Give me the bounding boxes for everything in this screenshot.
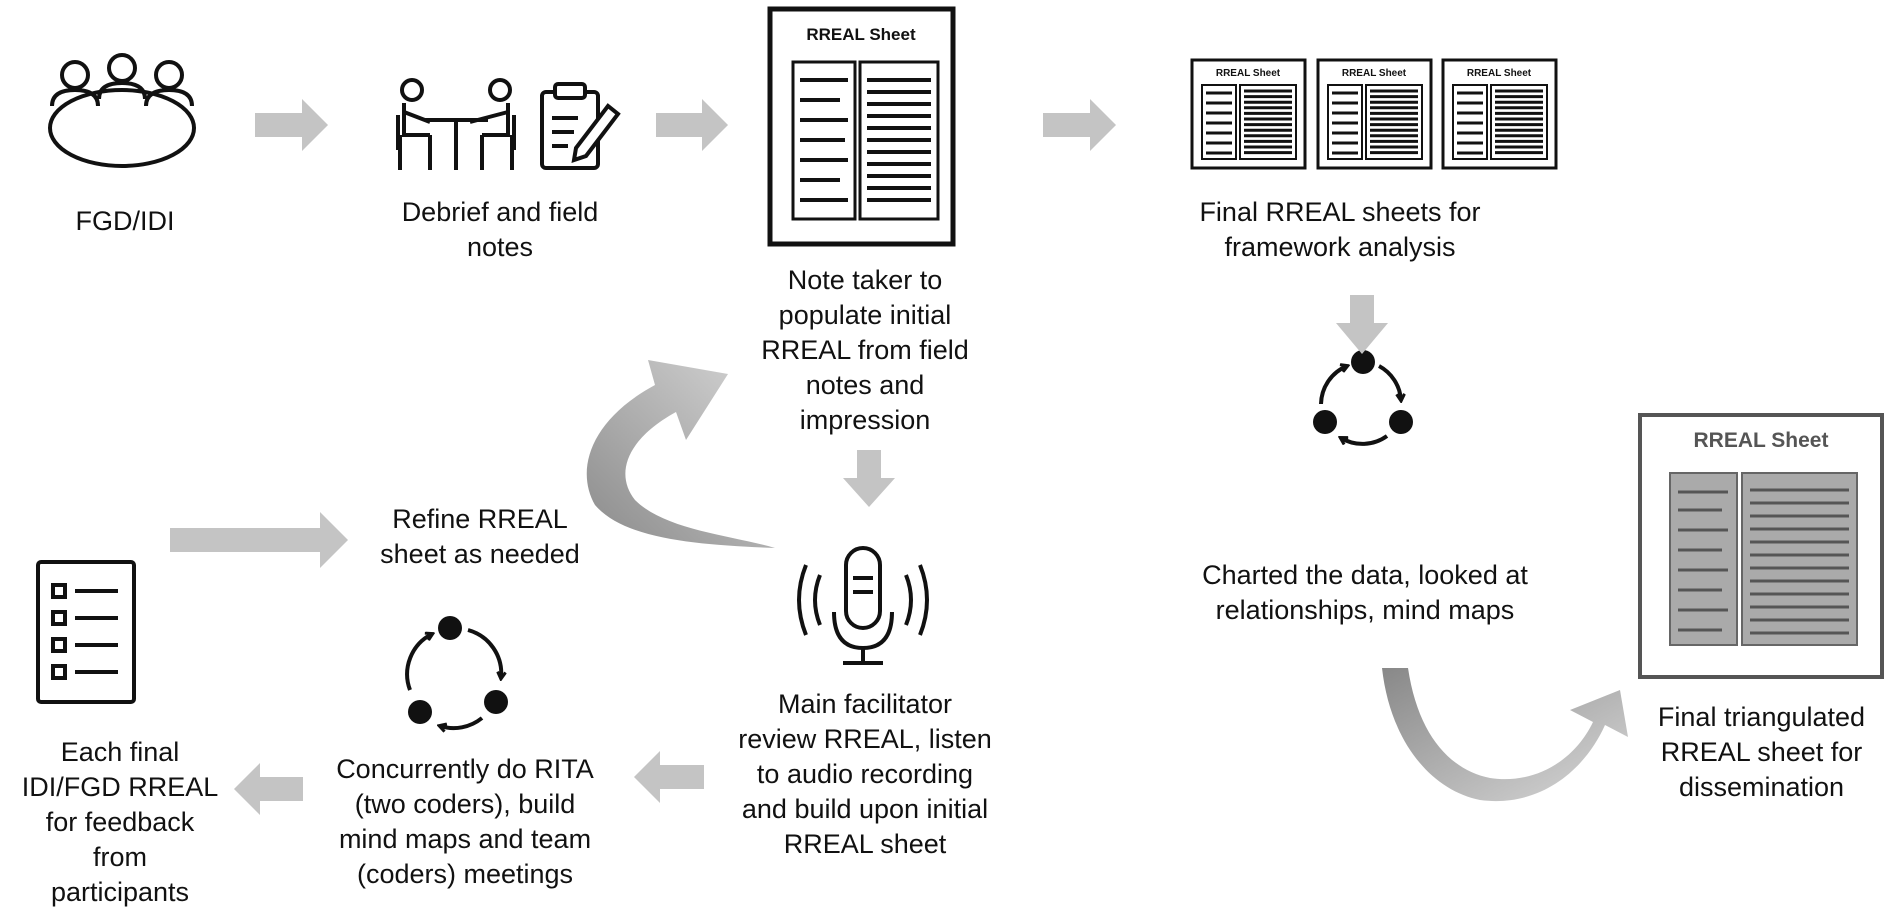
arrow-left-2: [234, 763, 303, 815]
checklist-icon: [36, 560, 136, 704]
rreal-sheets-group: RREAL Sheet RREAL Sheet RREAL Sheet: [1190, 58, 1558, 170]
step-label-debrief: Debrief and field notes: [401, 197, 599, 262]
rreal-sheet-icon: RREAL Sheet: [767, 6, 956, 247]
small-rreal-sheet-title: RREAL Sheet: [1467, 68, 1532, 79]
rreal-sheet-title: RREAL Sheet: [806, 25, 916, 44]
meeting-table-icon: [48, 53, 196, 168]
step-label-fgd-idi: FGD/IDI: [75, 206, 175, 236]
arrow-down-1: [1336, 295, 1388, 354]
arrow-left-1: [634, 751, 704, 803]
curved-arrow-refine: [586, 360, 775, 548]
curved-arrow-final: [1382, 668, 1628, 802]
small-rreal-sheet-title: RREAL Sheet: [1342, 68, 1407, 79]
cycle-icon: [405, 616, 508, 728]
step-label-refine: Refine RREAL sheet as needed: [380, 504, 580, 569]
cycle-icon: [1313, 350, 1413, 446]
small-rreal-sheet-icon: RREAL Sheet: [1316, 58, 1433, 170]
step-label-charted: Charted the data, looked at relationship…: [1202, 560, 1528, 625]
final-rreal-sheet-title: RREAL Sheet: [1694, 429, 1829, 452]
arrow-right-refine: [170, 512, 348, 568]
arrow-right-1: [255, 99, 328, 151]
step-label-each-final: Each final IDI/FGD RREAL for feedback fr…: [21, 737, 219, 907]
small-rreal-sheet-title: RREAL Sheet: [1216, 68, 1281, 79]
step-label-note-taker: Note taker to populate initial RREAL fro…: [761, 265, 969, 435]
clipboard-pen-icon: [540, 82, 621, 170]
interview-icon: [396, 78, 516, 170]
small-rreal-sheet-icon: RREAL Sheet: [1441, 58, 1558, 170]
step-label-rita: Concurrently do RITA (two coders), build…: [336, 754, 594, 889]
step-label-main-facilitator: Main facilitator review RREAL, listen to…: [738, 689, 992, 859]
microphone-icon: [797, 546, 929, 665]
arrow-right-2: [656, 99, 728, 151]
step-label-final-triangulated: Final triangulated RREAL sheet for disse…: [1657, 702, 1866, 802]
arrow-down-2: [843, 450, 895, 507]
final-rreal-sheet-icon: RREAL Sheet: [1638, 413, 1884, 679]
small-rreal-sheet-icon: RREAL Sheet: [1190, 58, 1307, 170]
arrow-right-3: [1043, 99, 1116, 151]
step-label-final-sheets: Final RREAL sheets for framework analysi…: [1199, 197, 1481, 262]
